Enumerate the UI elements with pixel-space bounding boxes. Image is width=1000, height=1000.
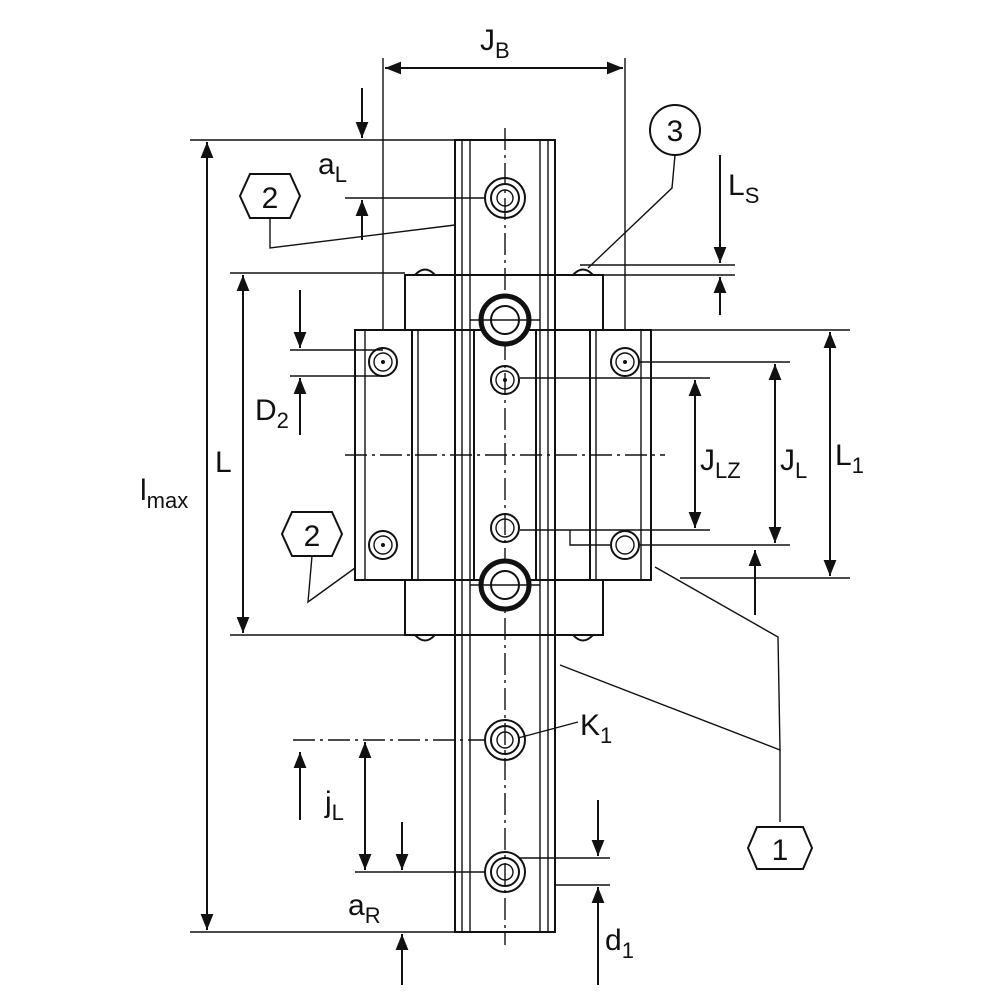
dim-lmax: lmax — [140, 142, 214, 930]
guide-rail — [454, 128, 556, 945]
label-L1: L1 — [835, 439, 864, 478]
dim-JL: JL — [640, 361, 824, 546]
dim-JB: JB — [382, 24, 626, 330]
dim-L1: L1 — [651, 329, 879, 579]
dim-JLZ: JLZ — [520, 377, 760, 531]
callout-2-bottom: 2 — [280, 511, 356, 604]
label-JB: JB — [480, 24, 510, 63]
dim-LS: LS — [580, 155, 759, 315]
label-aR: aR — [348, 889, 381, 928]
callout-2-top-label: 2 — [262, 182, 279, 215]
carriage-screws — [368, 347, 640, 560]
reference-step — [569, 530, 610, 546]
carriage-body — [345, 329, 665, 581]
dim-aR: aR — [348, 822, 409, 985]
carriage-screw — [610, 530, 640, 560]
label-JLZ: JLZ — [700, 444, 741, 483]
lube-nipple-bottom — [470, 558, 540, 612]
label-JL: JL — [780, 444, 807, 483]
callout-1: 1 — [559, 566, 814, 870]
carriage-screw — [490, 365, 520, 395]
label-D2: D2 — [255, 394, 289, 433]
dim-L: L — [212, 272, 405, 636]
label-d1: d1 — [605, 924, 634, 963]
callout-2-bottom-label: 2 — [304, 520, 321, 553]
label-K1: K1 — [580, 709, 612, 748]
carriage-screw — [368, 347, 398, 377]
callout-1-label: 1 — [772, 834, 789, 867]
label-jL: jL — [324, 786, 344, 825]
dim-d1: d1 — [520, 800, 634, 985]
dim-aL: aL — [318, 88, 485, 240]
carriage-screw — [490, 513, 520, 543]
lube-nipple-top — [470, 293, 540, 347]
callout-3: 3 — [587, 104, 701, 269]
dim-jL: jL — [293, 739, 485, 873]
leader-K1: K1 — [517, 709, 612, 748]
carriage-screw — [368, 530, 398, 560]
dim-D2: D2 — [255, 290, 383, 435]
label-L: L — [215, 446, 232, 479]
label-aL: aL — [318, 148, 347, 187]
label-lmax: lmax — [140, 474, 188, 513]
callout-3-label: 3 — [667, 115, 684, 148]
callout-2-top: 2 — [238, 173, 456, 249]
carriage-screw — [610, 347, 640, 377]
label-LS: LS — [728, 169, 759, 208]
